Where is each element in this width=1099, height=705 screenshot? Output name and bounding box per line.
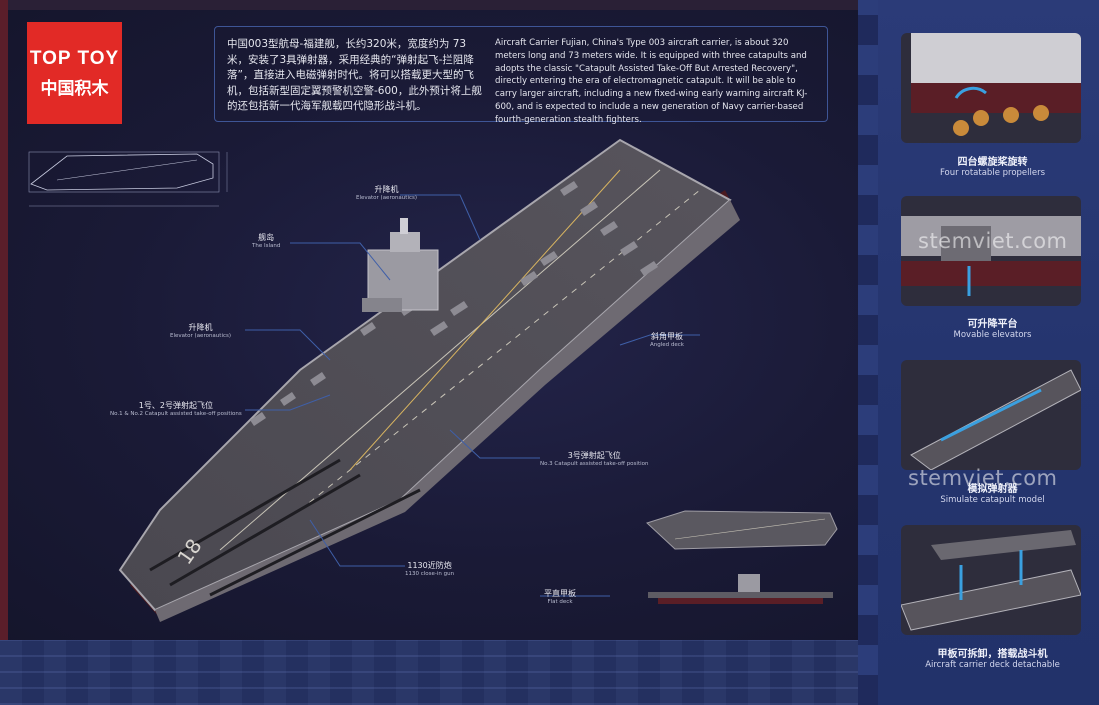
feature-image-elevators	[901, 196, 1081, 306]
callout-angled-deck: 斜角甲板 Angled deck	[650, 331, 684, 348]
description-zh: 中国003型航母-福建舰，长约320米，宽度约为 73 米，安装了3具弹射器，采…	[227, 38, 482, 112]
callout-elevator-side-en: Elevator (aeronautics)	[170, 333, 232, 339]
feature-zh: 可升降平台	[967, 319, 1018, 330]
feature-caption-deck-detachable: 甲板可拆卸，搭载战斗机 Aircraft carrier deck detach…	[895, 645, 1090, 670]
box-side-edge	[0, 0, 8, 705]
callout-catapult-1-2-zh: 1号、2号弹射起飞位	[138, 401, 213, 410]
flat-deck-image	[648, 574, 833, 604]
callout-catapult-3: 3号弹射起飞位 No.3 Catapult assisted take-off …	[540, 450, 648, 467]
carrier-model-image: 18	[118, 138, 740, 622]
island-superstructure	[362, 218, 439, 312]
top-edge	[0, 0, 1099, 10]
callout-flat-deck-zh: 平直甲板	[544, 589, 576, 598]
callout-elevator-side: 升降机 Elevator (aeronautics)	[170, 322, 231, 339]
callout-island-zh: 舰岛	[258, 233, 275, 242]
feature-image-propellers	[901, 33, 1081, 143]
callout-island-en: The Island	[252, 243, 281, 249]
logo-brand: TOP TOY	[29, 48, 120, 69]
deck-top-view-image	[646, 510, 838, 550]
feature-caption-catapult: 模拟弹射器 Simulate catapult model	[895, 480, 1090, 505]
feature-zh: 模拟弹射器	[967, 484, 1018, 495]
callout-angled-deck-zh: 斜角甲板	[650, 332, 683, 341]
description-box: 中国003型航母-福建舰，长约320米，宽度约为 73 米，安装了3具弹射器，采…	[214, 26, 828, 125]
callout-flat-deck: 平直甲板 Flat deck	[544, 588, 576, 605]
feature-en: Movable elevators	[953, 330, 1032, 340]
watermark: stemviet.com	[918, 229, 1068, 253]
callout-elevator-top-en: Elevator (aeronautics)	[356, 195, 418, 201]
callout-catapult-1-2-en: No.1 & No.2 Catapult assisted take-off p…	[110, 411, 242, 417]
callout-ciws: 1130近防炮 1130 close-in gun	[405, 560, 454, 577]
feature-en: Simulate catapult model	[940, 495, 1045, 505]
callout-island: 舰岛 The Island	[252, 232, 280, 249]
watermark: stemviet.com	[908, 466, 1058, 490]
callout-elevator-side-zh: 升降机	[188, 323, 213, 332]
feature-zh: 四台螺旋桨旋转	[957, 157, 1028, 168]
feature-caption-elevators: 可升降平台 Movable elevators	[895, 315, 1090, 340]
callout-elevator-top: 升降机 Elevator (aeronautics)	[356, 184, 417, 201]
feature-caption-propellers: 四台螺旋桨旋转 Four rotatable propellers	[895, 153, 1090, 178]
blueprint-minimap	[28, 151, 228, 207]
callout-flat-deck-en: Flat deck	[547, 599, 573, 605]
toptoy-logo: TOP TOY 中国积木	[27, 22, 122, 124]
feature-en: Aircraft carrier deck detachable	[925, 660, 1060, 670]
logo-brand-zh: 中国积木	[40, 79, 109, 99]
callout-elevator-top-zh: 升降机	[374, 185, 399, 194]
feature-en: Four rotatable propellers	[939, 168, 1046, 178]
callout-catapult-3-en: No.3 Catapult assisted take-off position	[540, 461, 649, 467]
feature-image-deck-detachable	[901, 525, 1081, 635]
callout-ciws-en: 1130 close-in gun	[405, 571, 455, 577]
callout-catapult-3-zh: 3号弹射起飞位	[567, 451, 621, 460]
callout-ciws-zh: 1130近防炮	[407, 561, 452, 570]
callout-catapult-1-2: 1号、2号弹射起飞位 No.1 & No.2 Catapult assisted…	[110, 400, 242, 417]
feature-image-catapult	[901, 360, 1081, 470]
callout-lines	[245, 194, 700, 597]
feature-zh: 甲板可拆卸，搭载战斗机	[937, 649, 1048, 660]
description-en: Aircraft Carrier Fujian, China's Type 00…	[495, 38, 808, 125]
callout-angled-deck-en: Angled deck	[650, 342, 684, 348]
